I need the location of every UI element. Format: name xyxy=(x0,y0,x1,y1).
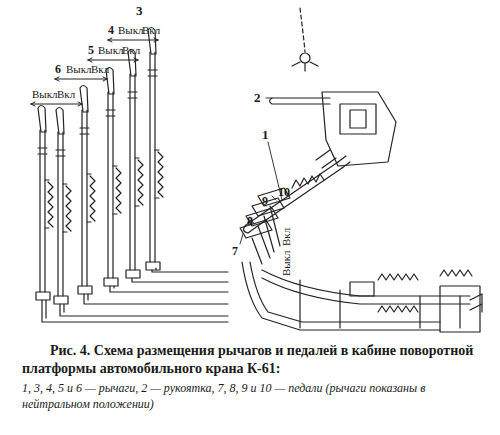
lever-stroke xyxy=(110,286,228,292)
callout-number: 1 xyxy=(262,128,269,141)
lever-stroke xyxy=(80,86,88,113)
lever-stroke xyxy=(146,262,160,270)
position-label: Выкл xyxy=(98,45,124,56)
lever-stroke xyxy=(54,296,68,304)
position-label: Вкл xyxy=(91,64,109,75)
position-label: Выкл xyxy=(66,64,92,75)
position-label: Вкл xyxy=(142,25,160,36)
figure-caption: Рис. 4. Схема размещения рычагов и педал… xyxy=(22,342,478,378)
callout-number: 9 xyxy=(262,195,268,207)
lever-stroke xyxy=(48,182,53,227)
callout-number: 7 xyxy=(232,245,238,257)
lever-stroke xyxy=(158,152,163,197)
lever-stroke xyxy=(116,168,121,213)
lever-stroke xyxy=(132,278,228,282)
lever-stroke xyxy=(56,108,64,135)
lever-stroke xyxy=(113,286,114,288)
leader-lines xyxy=(240,98,282,244)
lever-stroke xyxy=(113,166,117,214)
lever-group xyxy=(36,28,228,323)
callout-number: 8 xyxy=(247,215,253,227)
position-label: Выкл xyxy=(281,250,292,276)
lever-stroke xyxy=(126,270,140,278)
lever-stroke xyxy=(152,270,228,272)
lever-stroke xyxy=(150,52,155,262)
lever-stroke xyxy=(38,148,47,154)
lever-stroke xyxy=(104,278,118,286)
lever-stroke xyxy=(38,106,46,133)
lever-stroke xyxy=(45,300,46,318)
position-label: Вкл xyxy=(281,228,292,246)
lever-stroke xyxy=(42,300,228,322)
lever-stroke xyxy=(155,150,159,198)
lever-stroke xyxy=(87,294,88,300)
lever-stroke xyxy=(90,176,95,221)
position-arrows xyxy=(31,38,158,106)
lever-stroke xyxy=(45,180,49,228)
lever-stroke xyxy=(106,110,115,116)
lever-stroke xyxy=(128,92,137,98)
handle-assembly xyxy=(270,8,397,168)
callout-number: 3 xyxy=(136,4,143,17)
lever-stroke xyxy=(84,294,228,304)
lever-stroke xyxy=(130,74,135,270)
lever-stroke xyxy=(78,286,92,294)
lever-stroke xyxy=(36,292,50,300)
caption-explanation: 1, 3, 4, 5 и 6 — рычаги, 2 — рукоятка, 7… xyxy=(22,380,478,412)
callout-number: 2 xyxy=(254,91,261,104)
lever-stroke xyxy=(56,150,65,156)
callout-number: 6 xyxy=(55,63,61,75)
position-label: Вкл xyxy=(57,89,75,100)
lever-stroke xyxy=(155,268,156,270)
lever-stroke xyxy=(80,128,89,134)
position-label: Выкл xyxy=(32,89,58,100)
lever-stroke xyxy=(63,304,64,312)
lever-stroke xyxy=(108,92,113,278)
lever-stroke xyxy=(82,110,87,286)
callout-number: 10 xyxy=(278,186,290,198)
callout-number: 5 xyxy=(88,44,94,56)
lever-stroke xyxy=(138,160,143,205)
lever-stroke xyxy=(135,158,139,206)
lever-stroke xyxy=(60,304,228,316)
position-label: Выкл xyxy=(118,25,144,36)
lever-stroke xyxy=(148,70,157,76)
pedal-assembly xyxy=(240,188,482,332)
callout-number: 4 xyxy=(108,24,114,36)
position-label: Вкл xyxy=(122,45,140,56)
lever-stroke xyxy=(63,184,67,232)
lever-stroke xyxy=(87,174,91,222)
lever-stroke xyxy=(58,132,63,296)
lever-stroke xyxy=(66,186,71,231)
